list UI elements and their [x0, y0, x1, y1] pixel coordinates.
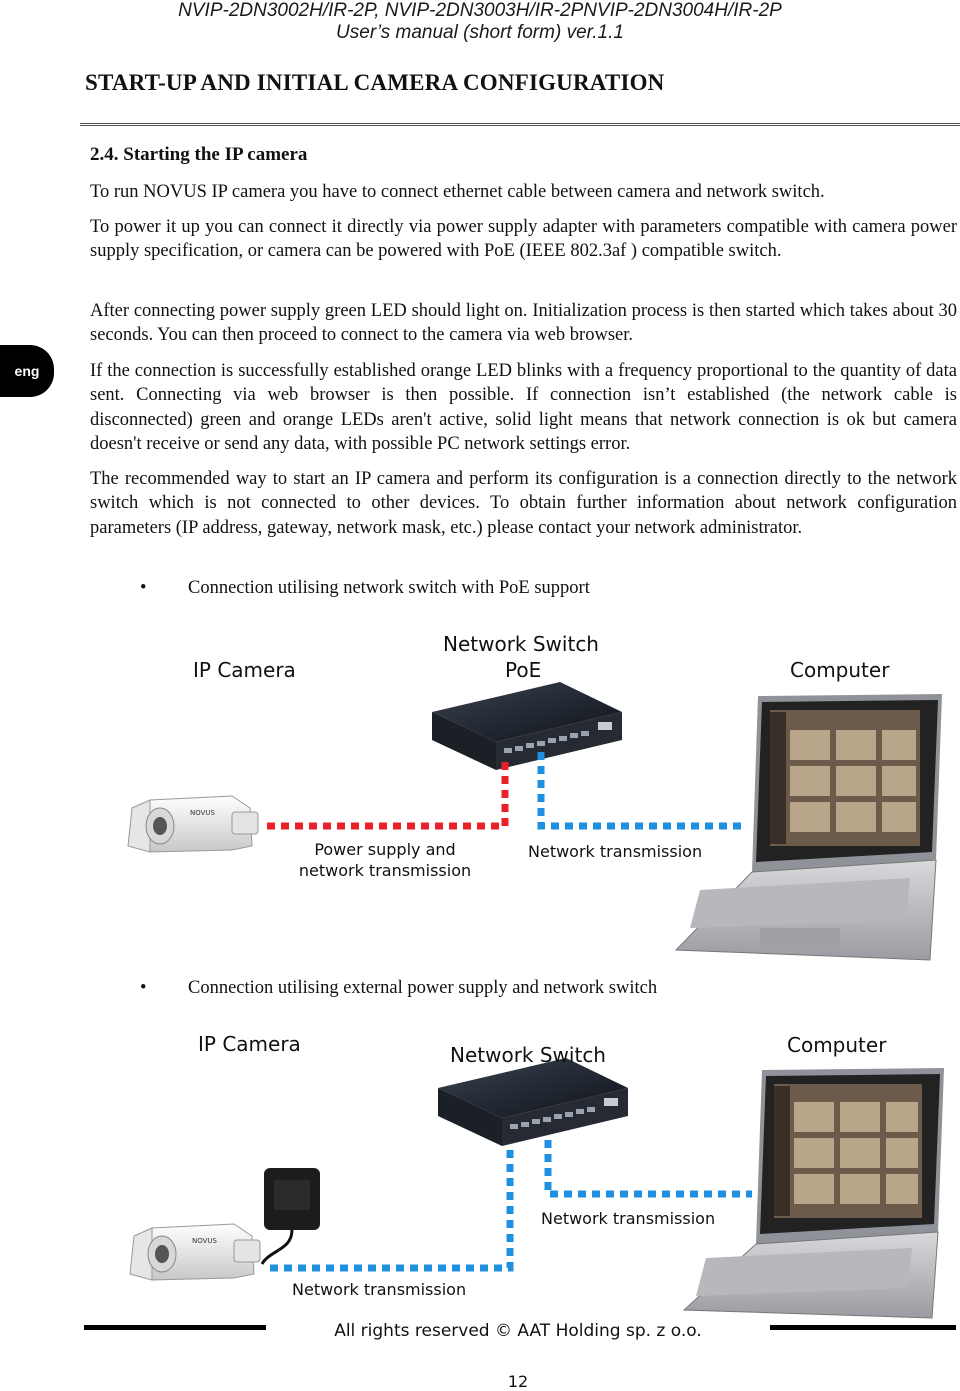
page-number: 12 [507, 1372, 529, 1391]
paragraph-1: To run NOVUS IP camera you have to conne… [90, 182, 825, 202]
header-models: NVIP-2DN3002H/IR-2P, NVIP-2DN3003H/IR-2P… [178, 0, 782, 21]
diagram1-switch-label: Network Switch [443, 632, 599, 656]
diagram1-switch-poe-label: PoE [505, 658, 542, 682]
footer-rule-left [84, 1325, 266, 1330]
subsection-title: 2.4. Starting the IP camera [90, 144, 308, 165]
diagram1-power-label-line1: Power supply and [314, 840, 456, 859]
network-cable-line [537, 752, 746, 830]
footer-rule-right [770, 1325, 956, 1330]
diagram2-computer-label: Computer [787, 1033, 887, 1057]
paragraph-5: The recommended way to start an IP camer… [90, 469, 957, 538]
header-manual-version: User’s manual (short form) ver.1.1 [336, 22, 624, 43]
power-adapter-icon [260, 1168, 320, 1265]
computer-laptop-icon [674, 694, 942, 961]
svg-text:NOVUS: NOVUS [190, 809, 216, 817]
language-tab: eng [0, 345, 54, 397]
paragraph-3: After connecting power supply green LED … [90, 301, 957, 346]
camera-network-cable-line [264, 1150, 514, 1272]
footer-copyright: All rights reserved © AAT Holding sp. z … [334, 1321, 702, 1341]
ip-camera-icon-2: NOVUS [129, 1223, 261, 1281]
diagram1-computer-label: Computer [790, 658, 890, 682]
diagram2-switch-label: Network Switch [450, 1043, 606, 1067]
ip-camera-icon: NOVUS [127, 795, 259, 853]
computer-laptop-icon-2 [682, 1068, 944, 1319]
power-and-network-cable-line [264, 762, 509, 830]
bullet-marker-2: • [140, 978, 147, 998]
computer-network-cable-line [544, 1140, 752, 1198]
network-switch-poe-icon [432, 682, 622, 770]
section-divider [80, 123, 960, 126]
diagram1-network-label: Network transmission [528, 842, 703, 861]
paragraph-2: To power it up you can connect it direct… [90, 217, 957, 262]
diagram2-network-label-top: Network transmission [541, 1209, 716, 1228]
diagram2-network-label-bottom: Network transmission [292, 1280, 467, 1299]
paragraph-4: If the connection is successfully establ… [90, 361, 957, 454]
network-switch-icon [438, 1058, 628, 1146]
bullet-poe: Connection utilising network switch with… [188, 578, 590, 598]
bullet-marker-1: • [140, 578, 147, 598]
svg-text:NOVUS: NOVUS [192, 1237, 218, 1245]
section-title: START-UP AND INITIAL CAMERA CONFIGURATIO… [85, 70, 665, 95]
diagram2-camera-label: IP Camera [198, 1032, 301, 1056]
diagram1-camera-label: IP Camera [193, 658, 296, 682]
bullet-external-power: Connection utilising external power supp… [188, 978, 658, 998]
diagram1-power-label-line2: network transmission [298, 861, 472, 880]
diagram1-power-network-label: Power supply and network transmission [285, 839, 485, 881]
